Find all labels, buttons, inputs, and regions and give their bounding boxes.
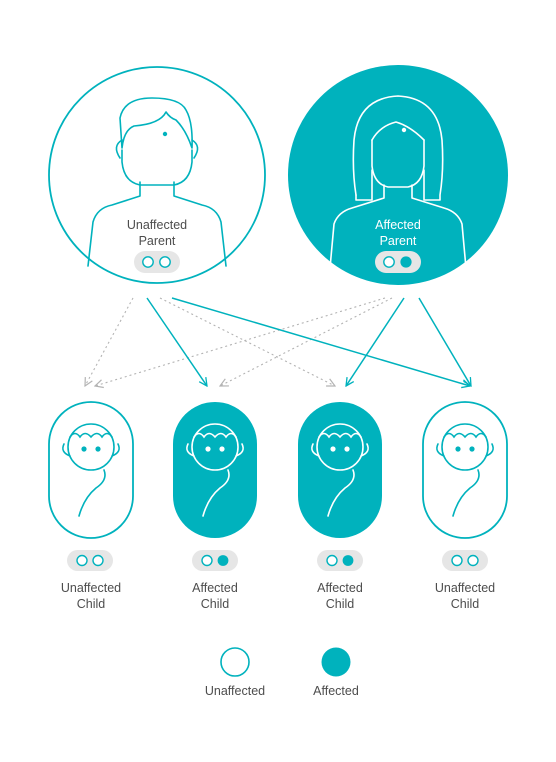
gene-pill [67, 550, 113, 571]
child-1 [48, 401, 134, 571]
parent-label-unaffected: Unaffected Parent [107, 217, 207, 249]
inheritance-arrows [85, 297, 471, 386]
label-line: Affected [375, 218, 421, 232]
variant-marker-icon [401, 127, 407, 133]
child-4 [422, 401, 508, 571]
label-line: Child [450, 597, 480, 611]
label-line: Unaffected [204, 684, 266, 698]
label-line: Parent [138, 234, 176, 248]
legend-label-affected: Affected [286, 683, 386, 699]
gene-pill [317, 550, 363, 571]
gene-pill [134, 251, 180, 273]
baby-icon [186, 423, 244, 517]
label-line: Parent [379, 234, 417, 248]
label-line: Unaffected [60, 581, 122, 595]
label-line: Child [325, 597, 355, 611]
legend-label-unaffected: Unaffected [185, 683, 285, 699]
gene-pill [192, 550, 238, 571]
label-line: Unaffected [434, 581, 496, 595]
baby-icon [311, 423, 369, 517]
label-line: Unaffected [126, 218, 188, 232]
female-figure-icon [329, 95, 467, 269]
gene-pill [375, 251, 421, 273]
legend-unaffected-swatch [220, 647, 250, 677]
label-line: Child [76, 597, 106, 611]
baby-icon [62, 423, 120, 517]
variant-marker-icon [162, 131, 168, 137]
label-line: Affected [313, 684, 359, 698]
unaffected-parent [48, 66, 266, 284]
parent-label-affected: Affected Parent [348, 217, 448, 249]
gene-pill [442, 550, 488, 571]
child-3 [298, 402, 382, 571]
child-label-2: Affected Child [165, 580, 265, 612]
legend [220, 647, 351, 677]
child-label-4: Unaffected Child [415, 580, 515, 612]
label-line: Affected [317, 581, 363, 595]
baby-icon [436, 423, 494, 517]
child-label-1: Unaffected Child [41, 580, 141, 612]
legend-affected-swatch [321, 647, 351, 677]
label-line: Child [200, 597, 230, 611]
male-figure-icon [87, 97, 227, 267]
affected-parent [288, 65, 508, 285]
child-label-3: Affected Child [290, 580, 390, 612]
child-2 [173, 402, 257, 571]
label-line: Affected [192, 581, 238, 595]
